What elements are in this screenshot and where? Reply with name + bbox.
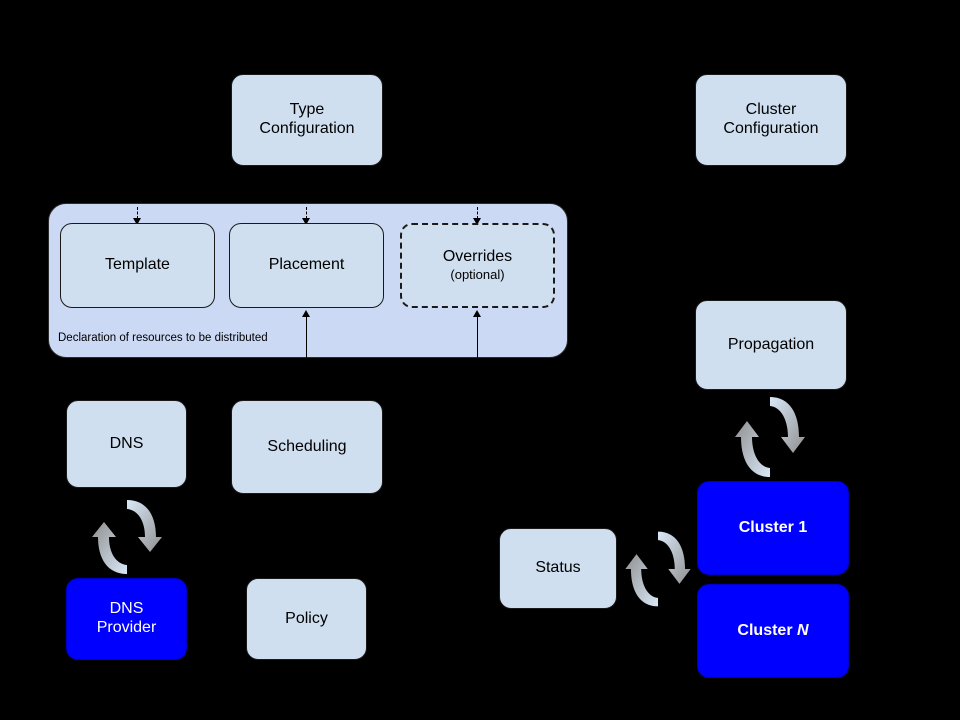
- node-overrides[interactable]: Overrides (optional): [400, 223, 555, 308]
- overrides-title: Overrides: [442, 248, 513, 266]
- node-status[interactable]: Status: [499, 528, 617, 609]
- cluster-n-prefix: Cluster: [737, 621, 797, 639]
- node-placement[interactable]: Placement: [229, 223, 384, 308]
- node-propagation-label: Propagation: [727, 335, 815, 353]
- sync-arrows-icon: [90, 496, 164, 578]
- dns-provider-line1: DNS: [109, 600, 144, 618]
- node-template[interactable]: Template: [60, 223, 215, 308]
- node-type-configuration-label: Type Configuration: [259, 101, 354, 139]
- node-propagation[interactable]: Propagation: [695, 300, 847, 390]
- node-overrides-label: Overrides (optional): [443, 248, 512, 282]
- node-cluster-n-label: Cluster N: [737, 622, 808, 641]
- node-cluster-1[interactable]: Cluster 1: [697, 481, 849, 575]
- cluster-1-prefix: Cluster: [738, 518, 799, 536]
- arrowhead-overrides-up: [473, 310, 481, 317]
- node-type-configuration[interactable]: Type Configuration: [231, 74, 383, 166]
- arrowhead-template: [133, 218, 141, 225]
- type-configuration-line2: Configuration: [259, 120, 355, 137]
- connector-typeconfig-to-placement: [306, 207, 307, 219]
- dns-provider-line2: Provider: [96, 619, 157, 636]
- node-placement-label: Placement: [268, 256, 345, 274]
- node-scheduling-label: Scheduling: [267, 437, 347, 455]
- node-policy[interactable]: Policy: [246, 578, 367, 660]
- node-cluster-configuration[interactable]: Cluster Configuration: [695, 74, 847, 166]
- node-cluster-configuration-label: Cluster Configuration: [723, 101, 818, 139]
- node-template-label: Template: [105, 256, 170, 274]
- sync-arrows-icon: [733, 392, 807, 482]
- connector-typeconfig-to-overrides: [477, 207, 478, 219]
- connector-policy-to-overrides: [477, 316, 478, 358]
- connector-scheduling-to-placement: [306, 316, 307, 358]
- cluster-1-suffix: 1: [798, 518, 808, 536]
- connector-typeconfig-to-template: [137, 207, 138, 219]
- node-status-label: Status: [535, 559, 581, 577]
- arrowhead-overrides: [473, 218, 481, 225]
- node-cluster-1-label: Cluster 1: [739, 519, 807, 538]
- arrowhead-placement-up: [302, 310, 310, 317]
- cluster-configuration-line2: Configuration: [723, 120, 819, 137]
- node-scheduling[interactable]: Scheduling: [231, 400, 383, 494]
- sync-arrows-icon: [623, 527, 693, 611]
- overrides-sublabel: (optional): [450, 267, 505, 283]
- node-cluster-n[interactable]: Cluster N: [697, 584, 849, 678]
- node-policy-label: Policy: [285, 609, 328, 627]
- cluster-n-suffix: N: [797, 621, 809, 639]
- container-caption: Declaration of resources to be distribut…: [58, 332, 268, 344]
- cluster-configuration-line1: Cluster: [745, 101, 797, 119]
- node-dns-provider-label: DNS Provider: [97, 600, 157, 638]
- node-dns[interactable]: DNS: [66, 400, 187, 488]
- node-dns-provider[interactable]: DNS Provider: [66, 578, 187, 660]
- node-dns-label: DNS: [109, 434, 144, 452]
- type-configuration-line1: Type: [289, 101, 325, 119]
- arrowhead-placement: [302, 218, 310, 225]
